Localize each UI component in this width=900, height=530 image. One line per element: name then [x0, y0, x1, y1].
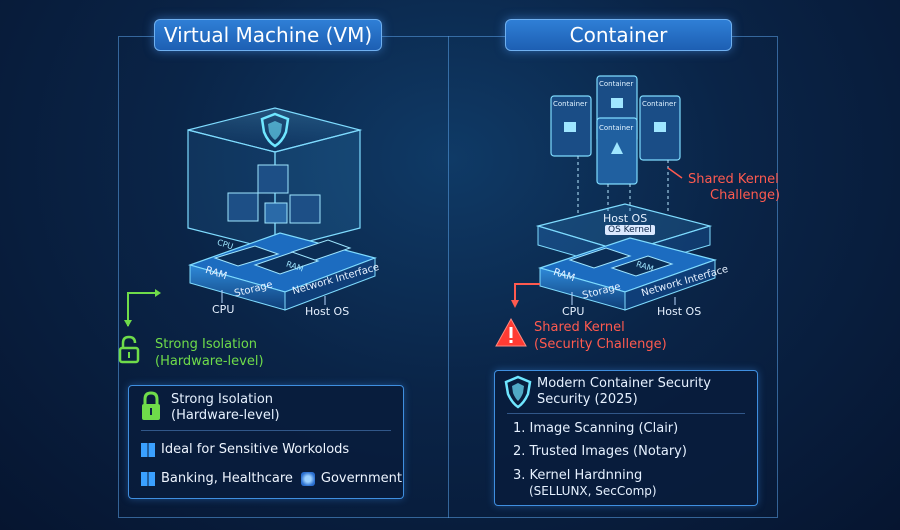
vm-card-item-1: Ideal for Sensitive Workolods	[141, 442, 349, 457]
vm-isolation-title: Strong Isolation	[155, 337, 258, 352]
container-security-card: Modern Container Security Security (2025…	[494, 370, 758, 506]
vm-cpu-label: CPU	[212, 303, 235, 316]
container-card-item-1: 1. Image Scanning (Clair)	[513, 421, 679, 436]
container-host-os: Host OS	[603, 212, 648, 225]
vm-host-os-label: Host OS	[305, 305, 350, 318]
container-cpu-label: CPU	[562, 305, 585, 318]
vm-blocks	[227, 164, 321, 224]
warning-icon	[495, 317, 527, 347]
shared-kernel-challenge-label: Shared Kernel	[688, 172, 779, 187]
container-card-header-sub: Security (2025)	[537, 392, 638, 407]
lock-icon	[142, 391, 160, 420]
container-box-label-4: Container	[599, 124, 634, 132]
shared-kernel-security-label: Shared Kernel	[534, 320, 625, 335]
shield-icon	[260, 112, 290, 148]
lock-icon	[118, 335, 140, 364]
container-card-item-3-sub: (SELLUNX, SecComp)	[529, 484, 657, 498]
container-title: Container	[505, 19, 732, 51]
shared-kernel-security-sub: (Security Challenge)	[534, 337, 667, 352]
vm-card-header: Strong Isolation	[171, 392, 274, 407]
vm-hardware-slab	[188, 232, 377, 311]
windows-icon	[141, 471, 155, 486]
container-card-item-2: 2. Trusted Images (Notary)	[513, 444, 687, 459]
container-card-item-3: 3. Kernel Hardnning	[513, 468, 643, 483]
globe-icon	[300, 471, 315, 486]
shared-kernel-challenge-sub: Challenge)	[710, 188, 781, 203]
vm-card-item-2b-label: Government	[320, 471, 402, 486]
container-host-slab	[535, 203, 718, 311]
container-host-os-label: Host OS	[657, 305, 702, 318]
vm-card-item-1-label: Ideal for Sensitive Workolods	[161, 442, 350, 457]
windows-icon	[141, 442, 155, 457]
container-card-header: Modern Container Security	[537, 376, 711, 391]
container-box-label-2: Container	[599, 80, 634, 88]
container-glyphs	[564, 98, 666, 154]
container-box-label-1: Container	[553, 100, 588, 108]
container-os-kernel: OS Kernel	[605, 225, 655, 235]
vm-card-item-2a-label: Banking, Healthcare	[161, 471, 293, 486]
vm-card-item-2: Banking, Healthcare Government	[141, 471, 402, 486]
vm-isolation-sub: (Hardware-level)	[155, 354, 264, 369]
vm-summary-card: Strong Isolation (Hardware-level) Ideal …	[128, 385, 404, 499]
vm-title: Virtual Machine (VM)	[154, 19, 382, 51]
vm-card-header-sub: (Hardware-level)	[171, 408, 280, 423]
shield-icon	[504, 375, 532, 409]
shared-kernel-arrow	[514, 283, 540, 304]
vm-isolation-arrow	[127, 292, 155, 326]
container-box-label-3: Container	[642, 100, 677, 108]
